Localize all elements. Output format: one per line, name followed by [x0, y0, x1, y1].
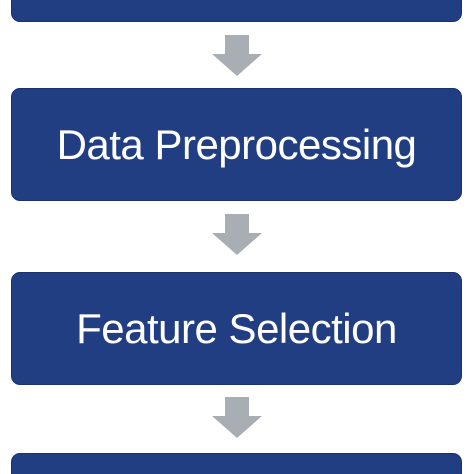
flow-step-top	[11, 0, 462, 22]
flow-step-data-preprocessing: Data Preprocessing	[11, 88, 462, 201]
down-arrow-icon	[212, 214, 262, 256]
arrow-head	[212, 416, 262, 438]
flow-step-label: Feature Selection	[76, 304, 397, 352]
down-arrow-icon	[212, 397, 262, 439]
flow-step-bottom	[11, 453, 462, 474]
arrow-head	[212, 233, 262, 255]
arrow-shaft	[225, 35, 249, 55]
down-arrow-icon	[212, 35, 262, 77]
arrow-shaft	[225, 214, 249, 234]
flow-step-label: Data Preprocessing	[56, 120, 417, 168]
arrow-shaft	[225, 397, 249, 417]
arrow-head	[212, 54, 262, 76]
flow-step-feature-selection: Feature Selection	[11, 272, 462, 385]
